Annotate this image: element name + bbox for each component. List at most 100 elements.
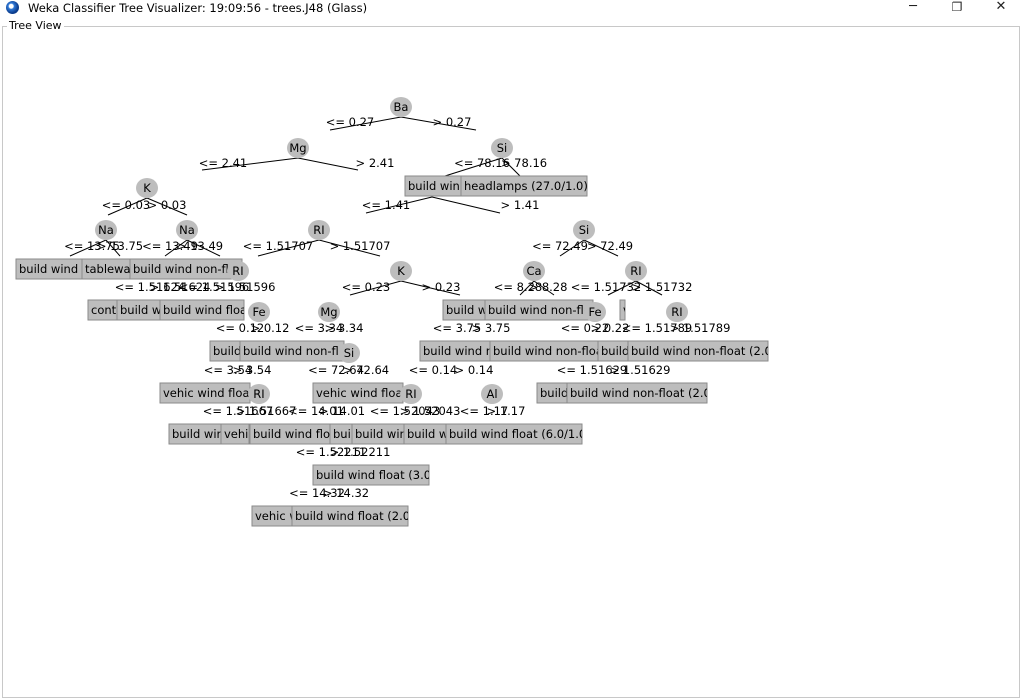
tree-edge: [318, 239, 381, 257]
edge-label: > 8.28: [529, 280, 568, 294]
leaf-node-label: headlamps (27.0/1.0): [464, 179, 588, 193]
split-node[interactable]: [481, 384, 503, 404]
edge-label: > 3.75: [472, 321, 511, 335]
edge-label: > 14.01: [319, 404, 365, 418]
tree-edge: [297, 157, 359, 171]
split-node[interactable]: [95, 220, 117, 240]
split-node-label: Na: [98, 223, 114, 237]
leaf-node-box[interactable]: [619, 299, 626, 321]
split-node-label: Ca: [526, 264, 541, 278]
split-node-label: RI: [630, 264, 641, 278]
leaf-node-box[interactable]: [159, 299, 245, 321]
edge-label: <= 0.23: [342, 280, 391, 294]
leaf-node-label: build wind float: [446, 303, 535, 317]
split-node[interactable]: [491, 138, 513, 158]
split-node[interactable]: [400, 384, 422, 404]
tree-edge: [107, 197, 148, 216]
tree-edge: [519, 280, 535, 296]
edge-label: <= 0.14: [409, 363, 458, 377]
edge-label: > 1.51596: [215, 280, 276, 294]
split-node[interactable]: [523, 261, 545, 281]
split-node[interactable]: [390, 261, 412, 281]
tree-edge: [607, 280, 637, 296]
leaf-node-label: build wind non-float: [601, 344, 716, 358]
split-node-label: Al: [486, 387, 497, 401]
split-node[interactable]: [136, 178, 158, 198]
leaf-node-box[interactable]: [312, 464, 430, 486]
leaf-node-label: build wind non-float (2.0): [493, 344, 638, 358]
edge-label: <= 14.32: [289, 486, 345, 500]
split-node-label: RI: [313, 223, 324, 237]
tree-edge: [105, 239, 121, 257]
edge-label: > 1.52211: [330, 445, 391, 459]
edge-label: > 1.51629: [610, 363, 671, 377]
leaf-node-label: build wind float (2.0): [355, 427, 475, 441]
split-node[interactable]: [287, 138, 309, 158]
split-node[interactable]: [248, 384, 270, 404]
edge-label: <= 8.28: [494, 280, 543, 294]
close-button[interactable]: ✕: [995, 0, 1007, 14]
edge-label: <= 1.51624: [115, 280, 185, 294]
edge-label: <= 0.22: [561, 321, 610, 335]
leaf-node-label: build wind float (2.0): [172, 427, 292, 441]
split-node[interactable]: [227, 261, 249, 281]
split-node[interactable]: [573, 220, 595, 240]
leaf-node-label: build wind non-float (2.0): [540, 386, 685, 400]
leaf-node-label: build wind non-float (10.0/1.0): [408, 179, 583, 193]
tree-edge: [583, 239, 619, 257]
edge-label: <= 2.41: [199, 156, 248, 170]
leaf-node-box[interactable]: [291, 505, 409, 527]
leaf-node-box[interactable]: [627, 340, 769, 362]
split-node-label: RI: [671, 305, 682, 319]
edge-label: <= 13.75: [64, 239, 120, 253]
edge-label: > 14.32: [323, 486, 369, 500]
tree-edge: [444, 157, 503, 177]
split-node-label: RI: [253, 387, 264, 401]
leaf-node-box[interactable]: [445, 423, 583, 445]
leaf-node-label: build wind non-float (6.0): [423, 344, 568, 358]
split-node-label: Mg: [320, 305, 337, 319]
split-node-label: Na: [179, 223, 195, 237]
edge-label: <= 0.27: [326, 115, 375, 129]
leaf-node-label: build wind float: [407, 427, 496, 441]
leaf-node-label: vehic wind float: [255, 509, 347, 523]
edge-label: > 2.41: [356, 156, 395, 170]
split-node-label: Fe: [588, 305, 601, 319]
tree-edge: [559, 239, 585, 257]
edge-label: <= 1.51596: [179, 280, 249, 294]
leaf-node-box[interactable]: [220, 423, 250, 445]
edge-label: > 0.03: [148, 198, 187, 212]
split-node[interactable]: [390, 97, 412, 117]
leaf-node-label: build wind float (3.0): [163, 303, 283, 317]
leaf-node-label: containers (2.0): [91, 303, 182, 317]
leaf-node-label: build wind non-float (2.0): [570, 386, 715, 400]
split-node[interactable]: [248, 302, 270, 322]
split-node[interactable]: [176, 220, 198, 240]
minimize-button[interactable]: ─: [909, 0, 917, 14]
split-node-label: K: [143, 181, 151, 195]
split-node-label: Si: [497, 141, 508, 155]
leaf-node-box[interactable]: [460, 175, 588, 197]
split-node-label: K: [397, 264, 405, 278]
tree-view-panel[interactable]: [2, 26, 1020, 698]
leaf-node-label: build wind float (3.0): [253, 427, 373, 441]
edge-label: <= 1.52211: [296, 445, 366, 459]
edge-label: > 78.16: [501, 156, 547, 170]
split-node[interactable]: [338, 343, 360, 363]
maximize-button[interactable]: ❐: [951, 0, 963, 14]
leaf-node-label: vehic wind float (2.0): [316, 386, 438, 400]
split-node[interactable]: [625, 261, 647, 281]
tree-edge: [635, 280, 663, 296]
edge-label: <= 0.12: [216, 321, 265, 335]
leaf-node-label: tableware (9.0): [85, 262, 173, 276]
split-node[interactable]: [308, 220, 330, 240]
split-node[interactable]: [318, 302, 340, 322]
edge-label: > 1.51707: [330, 239, 391, 253]
split-node-label: Fe: [252, 305, 265, 319]
tree-edge: [257, 239, 320, 257]
split-node[interactable]: [584, 302, 606, 322]
tree-edge: [164, 239, 188, 257]
split-node[interactable]: [666, 302, 688, 322]
leaf-node-box[interactable]: [566, 382, 708, 404]
